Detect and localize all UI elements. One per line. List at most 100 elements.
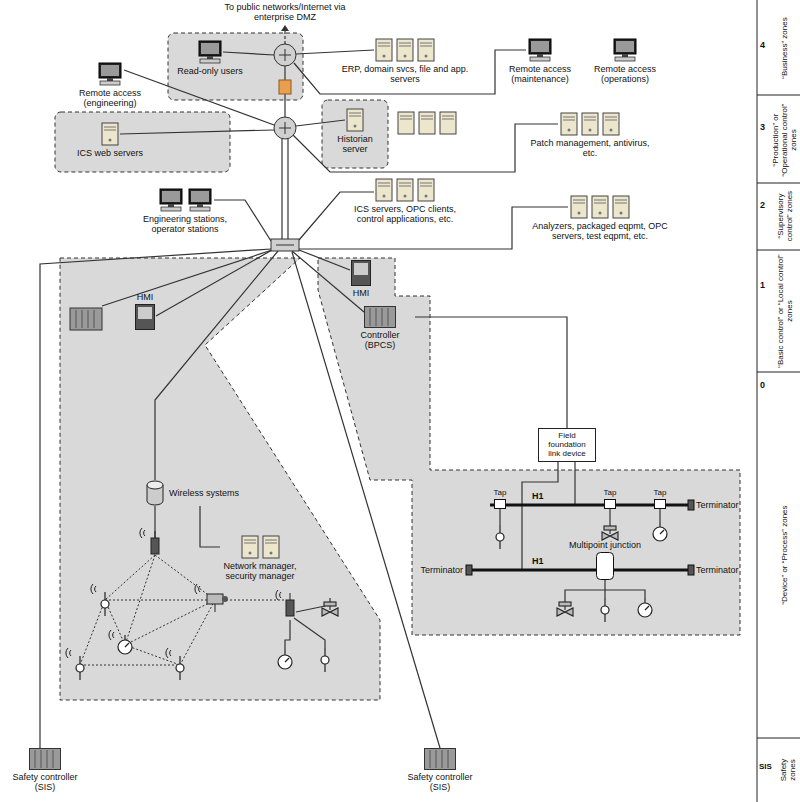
drawing-part <box>537 54 543 57</box>
server-icon <box>581 112 599 136</box>
drawing-part <box>66 648 71 658</box>
drawing-part <box>354 263 368 275</box>
drawing-part <box>296 120 345 126</box>
drawing-part <box>91 584 96 594</box>
drawing-part <box>610 129 613 132</box>
drawing-part <box>107 78 113 81</box>
node-text-group: Remote access (operations) <box>590 64 660 85</box>
hmi-icon-group <box>135 304 155 330</box>
icon-node: ICS web servers <box>77 122 143 158</box>
drawing-part <box>383 55 386 58</box>
drawing-part <box>573 203 585 204</box>
drawing-part <box>99 63 121 78</box>
node-label: HMI <box>137 292 154 302</box>
drawing-part <box>688 500 694 510</box>
drawing-part <box>565 580 605 598</box>
drawing-part <box>638 598 652 617</box>
drawing-part <box>594 200 606 201</box>
junction-icon <box>596 552 614 580</box>
tap-icon-group <box>604 499 616 509</box>
node-text-group: Wireless systems <box>169 488 239 498</box>
drawing-part <box>573 200 585 201</box>
controller-icon <box>424 748 456 770</box>
node-text-group: Historian server <box>330 134 380 155</box>
drawing-part <box>615 203 627 204</box>
node-label: HMI <box>353 288 370 298</box>
extra-servers <box>398 112 456 134</box>
node-text-group: HMI <box>137 292 154 302</box>
drawing-part <box>349 116 361 117</box>
drawing-part <box>120 130 274 134</box>
drawing-part <box>284 94 285 117</box>
server-icon <box>417 178 435 202</box>
tap-icon-group <box>654 499 666 509</box>
drawing-part <box>287 139 288 239</box>
node-text-group: Tap <box>654 488 667 497</box>
srv-icon-group <box>570 195 630 219</box>
drawing-part <box>222 596 228 602</box>
icon-node: ERP, domain svcs, file and app. servers <box>340 38 470 85</box>
drawing-part <box>162 191 180 202</box>
icon-node: Tap <box>604 488 617 509</box>
icon-node: Tap <box>654 488 667 509</box>
icon-node: Safety controller (SIS) <box>3 748 88 793</box>
drawing-part <box>466 565 472 575</box>
gateway-icon <box>145 480 165 506</box>
icon-node: Remote access (operations) <box>590 38 660 85</box>
server-icon <box>396 178 414 202</box>
node-label: Controller (BPCS) <box>345 330 415 351</box>
node-text-group: Network manager, security manager <box>220 561 300 582</box>
node-label: Safety controller (SIS) <box>3 772 88 793</box>
drawing-part <box>104 127 116 128</box>
drawing-part <box>195 584 200 594</box>
tap-icon <box>604 499 616 509</box>
drawing-part <box>571 196 587 218</box>
network-note: To public networks/Internet via enterpri… <box>215 2 355 23</box>
drawing-part <box>420 46 432 47</box>
drawing-part <box>200 59 220 63</box>
drawing-part <box>378 186 390 187</box>
drawing-part <box>430 750 448 768</box>
drawing-part <box>276 590 281 600</box>
drawing-part <box>568 129 571 132</box>
zone-number: SIS <box>759 762 772 771</box>
drawing-part <box>605 500 616 509</box>
node-text-group: Safety controller (SIS) <box>3 772 88 793</box>
drawing-part <box>420 186 432 187</box>
drawing-part <box>378 183 390 184</box>
node-text-group: Multipoint junction <box>569 540 641 550</box>
rack-icon-group <box>364 306 396 328</box>
drawing-part <box>138 307 152 319</box>
srv-icon-group <box>560 112 620 136</box>
drawing-part <box>620 212 623 215</box>
drawing-part <box>418 39 434 61</box>
drawing-part <box>296 50 374 54</box>
rack-icon-group <box>29 748 61 770</box>
drawing-part <box>584 120 596 121</box>
drawing-part <box>207 56 213 59</box>
icon-node: Wireless systems <box>145 480 239 506</box>
node-label: Engineering stations, operator stations <box>141 214 229 235</box>
drawing-part <box>265 540 277 541</box>
icon-node: HMI <box>351 260 371 298</box>
drawing-part <box>605 117 617 118</box>
h1-buses <box>466 500 694 575</box>
arrow-head <box>281 25 289 31</box>
drawing-part <box>615 57 635 61</box>
drawing-part <box>244 540 256 541</box>
drawing-part <box>601 598 609 622</box>
rack-icon-group <box>424 748 456 770</box>
drawing-part <box>168 204 174 207</box>
icon-node: Engineering stations, operator stations <box>141 188 229 235</box>
node-label: Read-only users <box>177 66 243 76</box>
srv-icon-group <box>101 122 119 146</box>
connector-line <box>200 506 220 547</box>
drawing-part <box>35 750 53 768</box>
node-text-group: Safety controller (SIS) <box>398 772 483 793</box>
drawing-part <box>370 308 388 326</box>
pc-icon-group <box>612 38 638 62</box>
hmi-icon-group <box>351 260 371 286</box>
zone-number: 3 <box>760 122 765 132</box>
drawing-part <box>263 536 279 558</box>
